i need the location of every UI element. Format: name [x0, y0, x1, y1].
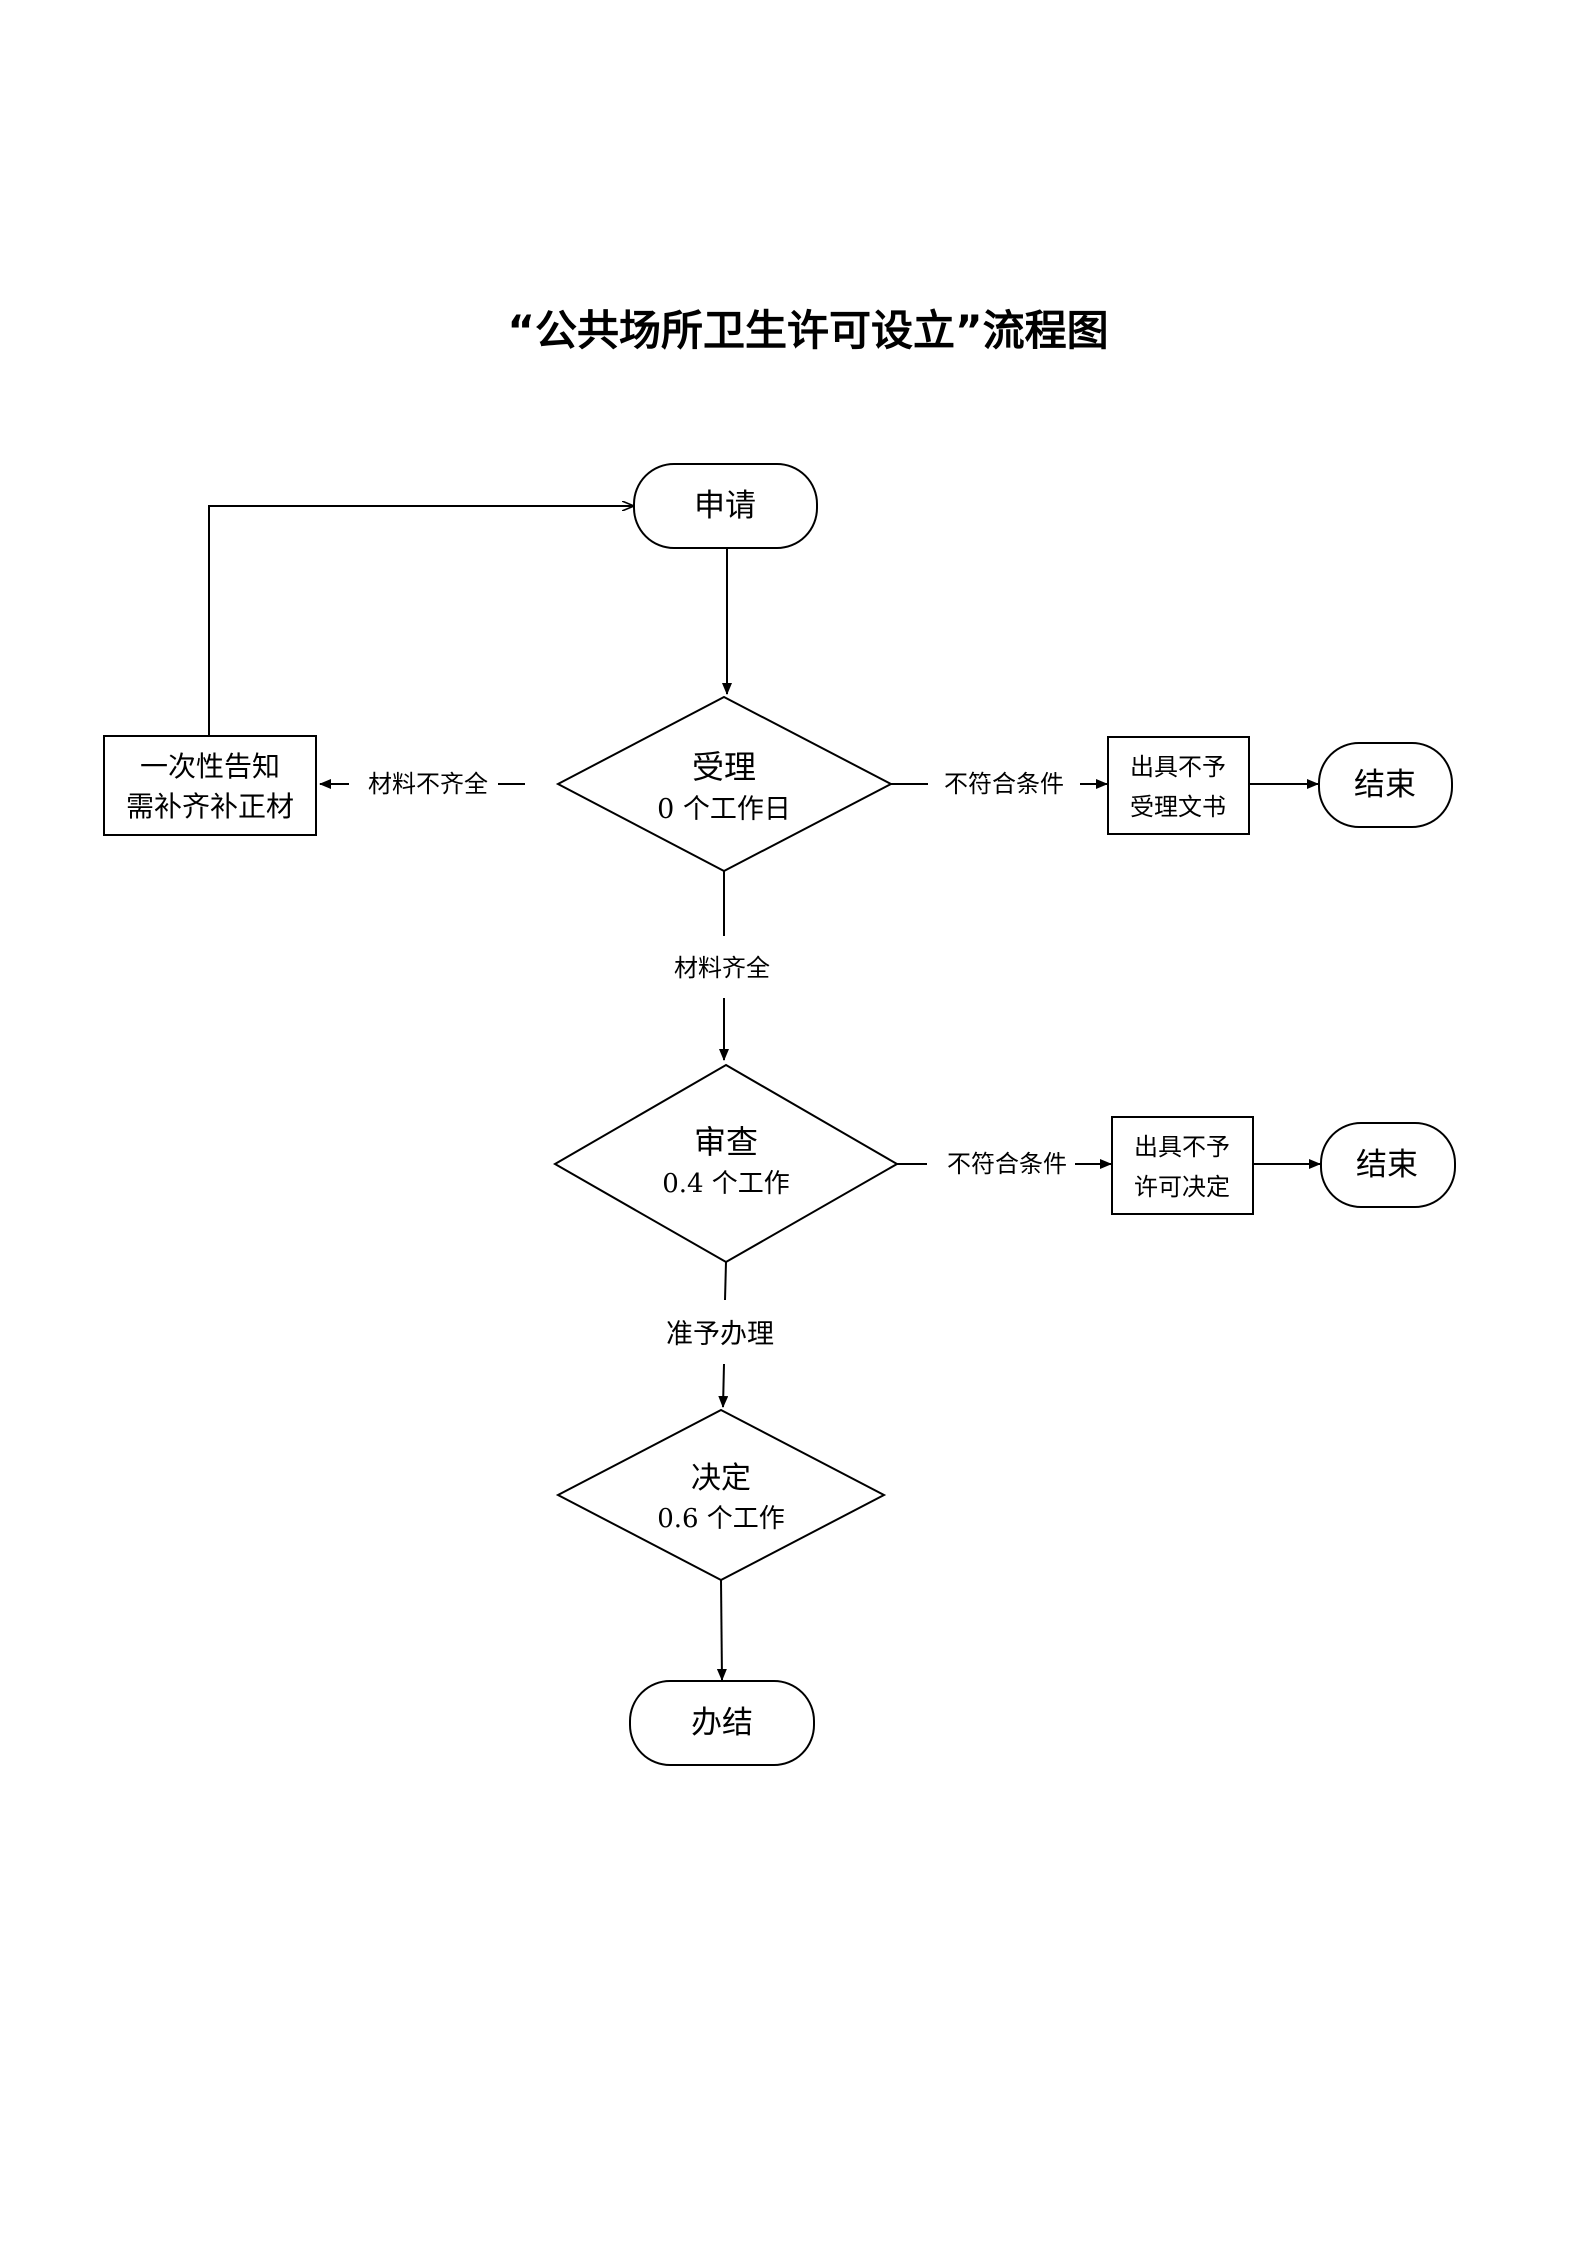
node-review-time: 0.4 个工作	[662, 1169, 790, 1199]
edge-label-incomplete: 材料不齐全	[368, 770, 488, 798]
node-done-label: 办结	[691, 1705, 753, 1741]
node-reject-permit-line2: 许可决定	[1134, 1173, 1230, 1201]
node-review-title: 审查	[694, 1123, 758, 1161]
node-done	[629, 1680, 815, 1766]
edge-to-done	[716, 1579, 727, 1681]
node-notify-line1: 一次性告知	[140, 750, 280, 783]
node-decide-time: 0.6 个工作	[657, 1504, 785, 1534]
node-reject-permit-line1: 出具不予	[1134, 1133, 1230, 1161]
node-notify-line2: 需补齐补正材	[126, 790, 294, 823]
page-title: “公共场所卫生许可设立”流程图	[507, 306, 1108, 355]
node-apply-label: 申请	[694, 488, 756, 524]
node-reject-permit	[1111, 1116, 1254, 1215]
node-decide-title: 决定	[691, 1461, 751, 1496]
edge-label-not-qualified-1: 不符合条件	[944, 770, 1064, 798]
node-review	[552, 1063, 900, 1264]
edge-label-not-qualified-2: 不符合条件	[947, 1150, 1067, 1178]
node-accept-time: 0 个工作日	[657, 794, 791, 825]
node-reject-accept	[1107, 736, 1250, 835]
node-end-2	[1320, 1122, 1456, 1208]
node-accept-title: 受理	[692, 748, 756, 786]
node-apply	[633, 463, 818, 549]
edge-review-down-stub	[724, 1261, 727, 1301]
edge-label-complete: 材料齐全	[674, 954, 770, 982]
node-end-1-label: 结束	[1354, 767, 1416, 803]
node-accept	[555, 695, 894, 873]
node-end-1	[1318, 742, 1453, 828]
node-end-2-label: 结束	[1356, 1147, 1418, 1183]
edge-resubmit-to-apply	[208, 506, 633, 736]
node-decide	[555, 1408, 887, 1582]
node-notify	[103, 735, 317, 836]
node-reject-accept-line2: 受理文书	[1130, 793, 1226, 821]
edge-to-decide	[718, 1363, 729, 1408]
node-reject-accept-line1: 出具不予	[1130, 753, 1226, 781]
edge-label-approve: 准予办理	[666, 1319, 774, 1350]
